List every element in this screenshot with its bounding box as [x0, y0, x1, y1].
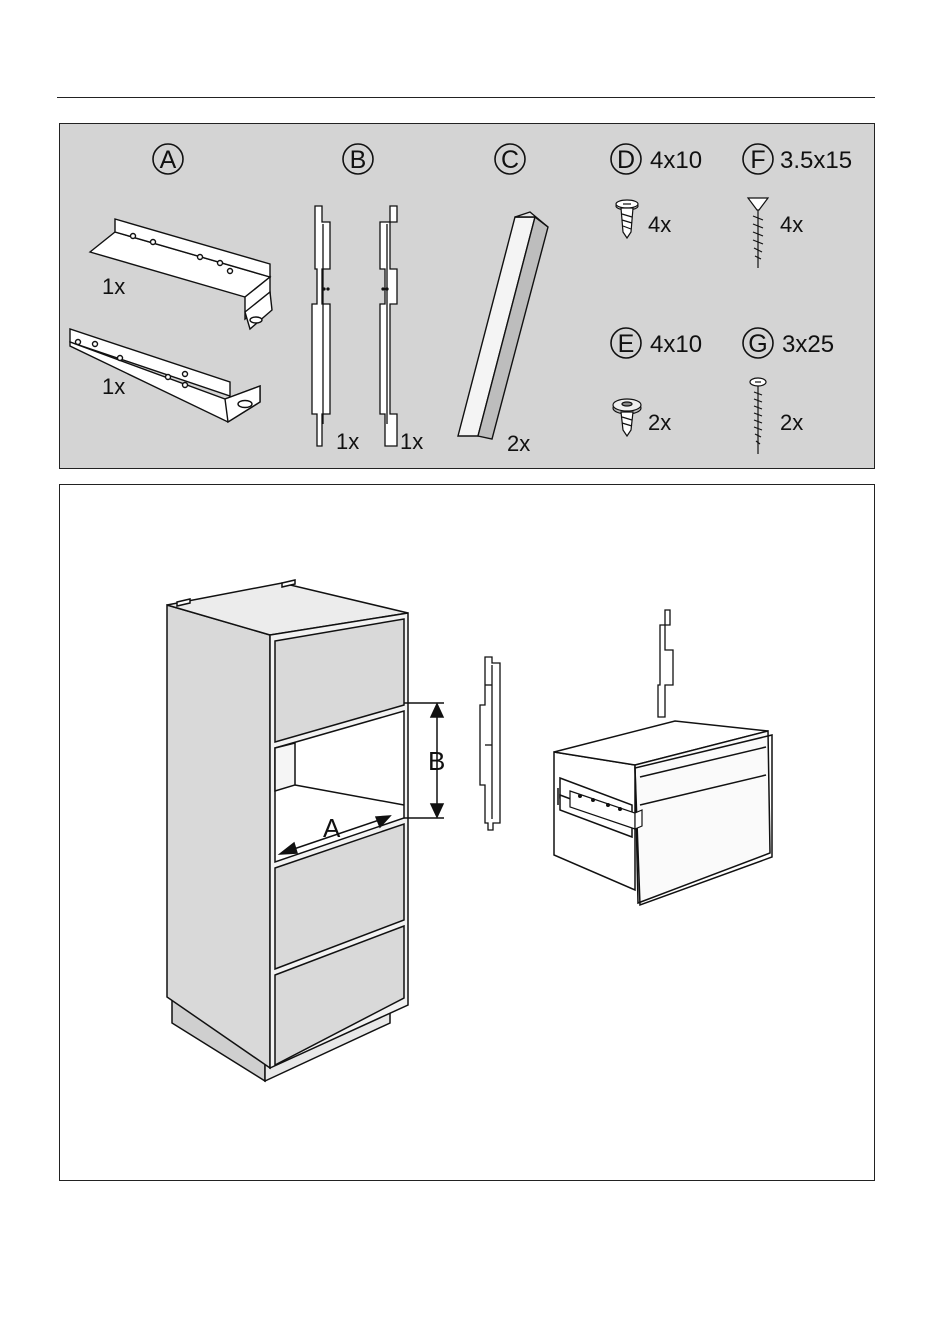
- part-b-label: B: [343, 144, 373, 174]
- part-a-qty-upper: 1x: [102, 274, 125, 299]
- tall-cabinet: [167, 580, 408, 1081]
- part-e-letter: E: [618, 330, 635, 358]
- part-c-label: C: [495, 144, 525, 174]
- part-b-rail-left: [312, 206, 330, 446]
- installation-panel: B A: [59, 484, 875, 1181]
- part-c-strip: [458, 212, 548, 439]
- part-e-screw-icon: [613, 399, 641, 436]
- part-c-letter: C: [501, 146, 519, 174]
- part-d-screw-icon: [616, 200, 638, 238]
- part-g-size: 3x25: [782, 331, 834, 358]
- part-e-label: E: [611, 328, 641, 358]
- part-d-qty: 4x: [648, 212, 671, 237]
- part-f-size: 3.5x15: [780, 147, 852, 174]
- part-a-qty-lower: 1x: [102, 374, 125, 399]
- parts-panel: A 1x 1x B 1x: [59, 123, 875, 469]
- dimension-a-label: A: [323, 813, 341, 843]
- part-a-letter: A: [160, 146, 177, 174]
- part-a-bracket-lower: [70, 329, 260, 422]
- part-f-label: F: [743, 144, 773, 174]
- side-rail: [480, 657, 500, 830]
- part-d-size: 4x10: [650, 147, 702, 174]
- part-b-qty-right: 1x: [400, 429, 423, 454]
- part-e-size: 4x10: [650, 331, 702, 358]
- part-g-label: G: [743, 328, 773, 358]
- part-g-screw-icon: [750, 378, 766, 454]
- part-g-qty: 2x: [780, 410, 803, 435]
- part-e-qty: 2x: [648, 410, 671, 435]
- part-b-rail-right: [380, 206, 397, 446]
- part-b-qty-left: 1x: [336, 429, 359, 454]
- part-d-letter: D: [617, 146, 635, 174]
- appliance-rail: [658, 610, 673, 717]
- part-b-letter: B: [350, 146, 367, 174]
- part-d-label: D: [611, 144, 641, 174]
- part-f-qty: 4x: [780, 212, 803, 237]
- dimension-b-label: B: [428, 746, 445, 776]
- part-g-letter: G: [748, 330, 767, 358]
- part-f-letter: F: [750, 146, 765, 174]
- part-c-qty: 2x: [507, 431, 530, 456]
- header-rule: [57, 97, 875, 98]
- part-f-screw-icon: [748, 198, 768, 268]
- part-a-label: A: [153, 144, 183, 174]
